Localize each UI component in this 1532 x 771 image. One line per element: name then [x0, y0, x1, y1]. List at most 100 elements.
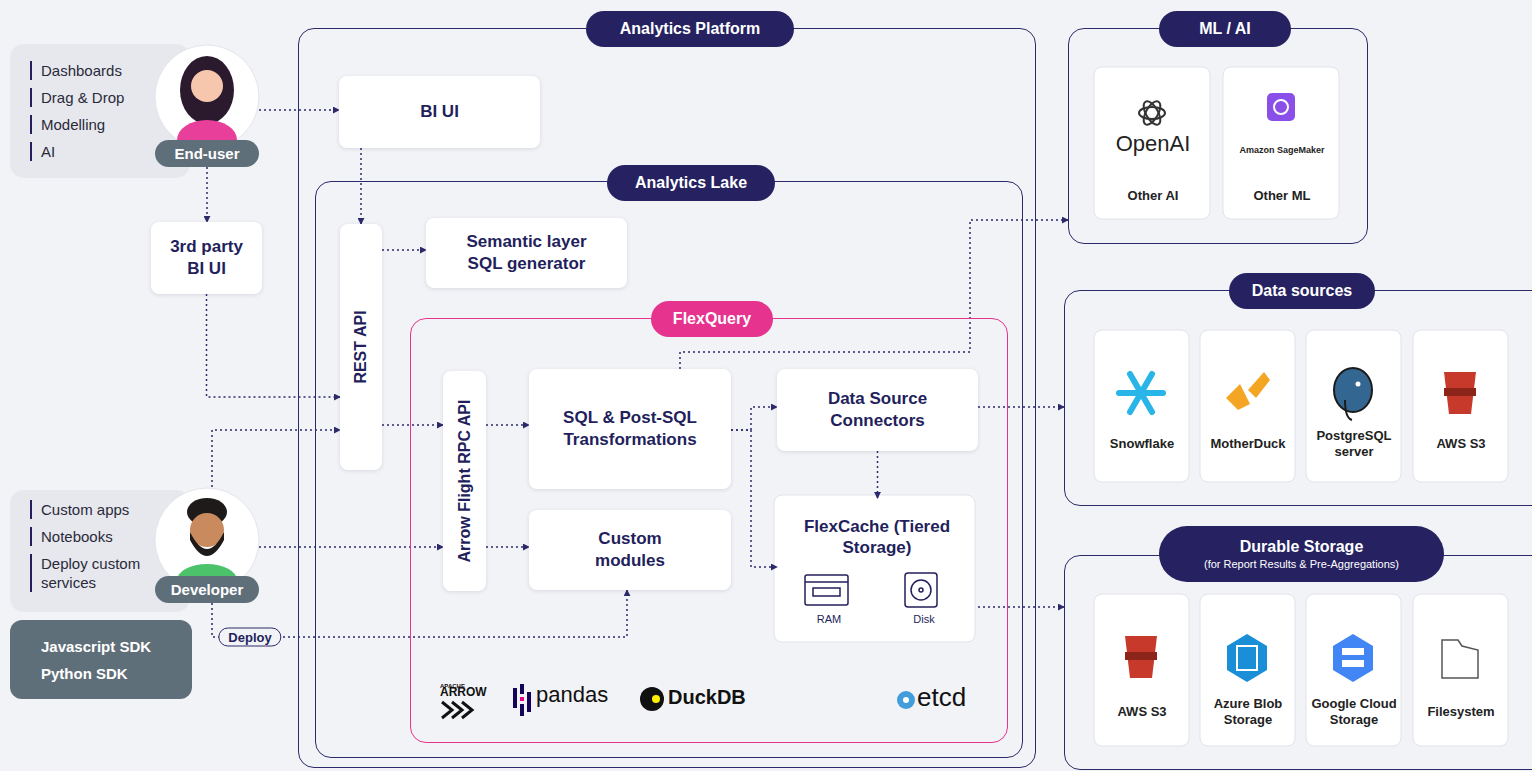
text-holder: REST API	[349, 237, 373, 457]
text-holder: FlexQuery	[651, 301, 773, 337]
node-text: Drag & Drop	[30, 88, 188, 107]
sdk-box: Javascript SDKPython SDK	[10, 620, 192, 699]
connector	[207, 294, 341, 397]
label-holder: pandas	[536, 682, 608, 708]
text-holder: End-user	[155, 140, 259, 167]
logo-text: ARROW	[440, 685, 487, 699]
lake-group: Analytics LakeREST APISemantic layer SQL…	[315, 181, 1023, 758]
text-holder: Amazon SageMaker	[1227, 145, 1337, 156]
duckdb-logo	[640, 687, 664, 711]
node-text: SQL & Post-SQL Transformations	[549, 407, 711, 451]
label-holder: Deploy	[218, 628, 281, 647]
node-text: Durable Storage	[1240, 537, 1364, 557]
edge-label: Deploy	[218, 628, 281, 647]
text-holder: Other AI	[1099, 188, 1207, 204]
node-text: BI UI	[420, 101, 459, 123]
text-holder: AWS S3	[1415, 436, 1507, 452]
text-holder: Disk	[904, 612, 944, 626]
api-box: REST API	[340, 224, 382, 470]
node-text: PostgreSQL server	[1308, 428, 1400, 460]
logo-text: pandas	[536, 682, 608, 707]
node-text: RAM	[817, 612, 841, 626]
node-text: Javascript SDK	[41, 633, 192, 660]
node-text: Modelling	[30, 115, 188, 134]
node-text: REST API	[352, 310, 370, 383]
process-box: Custom modules	[529, 510, 731, 590]
text-holder: PostgreSQL server	[1308, 428, 1400, 460]
label-holder: DuckDB	[668, 685, 746, 709]
node-text: Arrow Flight RPC API	[456, 400, 474, 563]
node-text: Analytics Platform	[620, 19, 760, 39]
connector	[206, 167, 208, 222]
connector	[486, 424, 529, 426]
text-holder: FlexCache (Tiered Storage)	[792, 516, 962, 558]
text-holder: Developer	[155, 576, 259, 603]
text-holder: Google Cloud Storage	[1308, 696, 1400, 728]
node-text: Amazon SageMaker	[1239, 145, 1324, 156]
node-text: Data sources	[1252, 281, 1353, 301]
node-text: Notebooks	[30, 527, 166, 546]
service-card: Filesystem	[1414, 595, 1509, 747]
node-text: Snowflake	[1110, 436, 1174, 452]
text-holder: Analytics Lake	[607, 165, 775, 201]
node-text: Google Cloud Storage	[1308, 696, 1400, 728]
text-holder: OpenAI	[1098, 130, 1208, 158]
process-box: BI UI	[339, 76, 540, 148]
connector	[731, 430, 777, 567]
text-holder: RAM	[809, 612, 849, 626]
node-text: Analytics Lake	[635, 173, 747, 193]
connector	[212, 430, 340, 487]
azure-blob-logo	[1227, 634, 1267, 682]
node-text: 3rd party BI UI	[163, 236, 251, 280]
service-card: PostgreSQL server	[1307, 331, 1402, 483]
text-holder: Other ML	[1228, 188, 1336, 204]
node-text: Custom apps	[30, 500, 166, 519]
connector	[259, 546, 443, 548]
service-card: Amazon SageMakerOther ML	[1224, 68, 1340, 220]
connector	[680, 220, 1068, 369]
text-holder: Filesystem	[1415, 704, 1507, 720]
node-text: End-user	[174, 145, 239, 162]
process-box: 3rd party BI UI	[151, 222, 262, 294]
text-holder: Arrow Flight RPC API	[453, 371, 477, 591]
label-holder: etcd	[917, 682, 966, 713]
gcs-logo	[1333, 634, 1373, 682]
connector	[486, 546, 529, 548]
node-text: AWS S3	[1436, 436, 1485, 452]
connector	[731, 407, 777, 430]
sagemaker-logo	[1267, 93, 1295, 121]
node-text: Developer	[171, 581, 244, 598]
logo-text: DuckDB	[668, 686, 746, 708]
text-holder: Durable Storage(for Report Results & Pre…	[1159, 526, 1444, 582]
node-text: Other ML	[1253, 188, 1310, 204]
service-card: Google Cloud Storage	[1307, 595, 1402, 747]
user-avatar: End-user	[155, 45, 259, 167]
card-grounds	[774, 67, 1508, 746]
node-text: Disk	[913, 612, 934, 626]
folder-icon	[1442, 640, 1478, 678]
sources-group: Data sourcesSnowflakeMotherDuckPostgreSQ…	[1064, 290, 1532, 506]
postgresql-logo	[1334, 368, 1372, 420]
service-card: OpenAI Other AI	[1095, 68, 1211, 220]
node-text: Other AI	[1128, 188, 1179, 204]
connector	[978, 606, 1064, 608]
node-text: AWS S3	[1117, 704, 1166, 720]
node-text: (for Report Results & Pre-Aggregations)	[1204, 557, 1399, 571]
openai-logo	[1139, 99, 1165, 128]
node-text: MotherDuck	[1210, 436, 1285, 452]
connector	[259, 109, 339, 111]
service-card: AWS S3	[1414, 331, 1509, 483]
node-text: ML / AI	[1199, 19, 1251, 39]
motherduck-logo	[1226, 372, 1270, 410]
node-text: Dashboards	[30, 61, 188, 80]
text-holder: Snowflake	[1096, 436, 1188, 452]
text-holder: MotherDuck	[1202, 436, 1294, 452]
text-holder: Data sources	[1229, 273, 1375, 309]
service-card: AWS S3	[1095, 595, 1190, 747]
node-text: Azure Blob Storage	[1202, 696, 1294, 728]
s3-logo	[1444, 372, 1476, 414]
node-text: FlexCache (Tiered Storage)	[792, 516, 962, 558]
node-text: Filesystem	[1427, 704, 1494, 720]
